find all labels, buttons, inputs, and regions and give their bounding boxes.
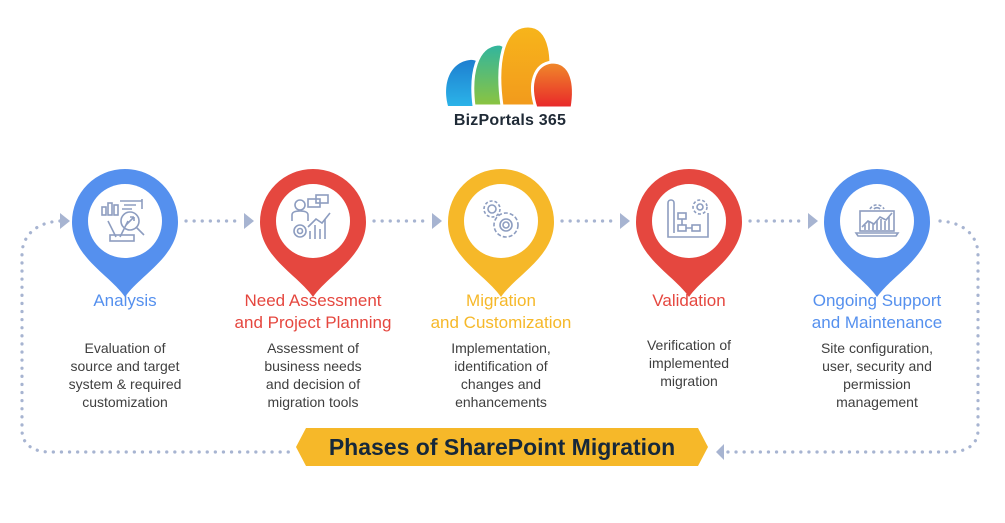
analysis-chart-magnifier-icon bbox=[101, 199, 145, 242]
arrowhead-1 bbox=[60, 213, 70, 229]
blueprint-gear-icon bbox=[667, 199, 709, 238]
phase-pin-ongoing-support bbox=[822, 167, 932, 302]
phase-title-analysis: Analysis bbox=[93, 291, 157, 310]
gears-icon bbox=[483, 200, 519, 238]
brand-name: BizPortals 365 bbox=[453, 112, 567, 129]
cloud-logo-icon bbox=[446, 24, 575, 110]
arrowhead-banner-right bbox=[716, 444, 724, 460]
phase-pin-need-assessment bbox=[258, 167, 368, 302]
phase-pin-analysis bbox=[70, 167, 180, 302]
phase-pin-migration bbox=[446, 167, 556, 302]
arrowhead-5 bbox=[808, 213, 818, 229]
person-chat-gear-chart-icon bbox=[291, 194, 331, 239]
phase-pin-validation bbox=[634, 167, 744, 302]
arrowhead-2 bbox=[244, 213, 254, 229]
phase-title-validation: Validation bbox=[652, 291, 726, 310]
banner-title: Phases of SharePoint Migration bbox=[328, 434, 676, 460]
arrowhead-4 bbox=[620, 213, 630, 229]
laptop-chart-gear-icon bbox=[854, 204, 900, 237]
bizportals-logo: BizPortals 365 bbox=[440, 24, 580, 139]
arrowhead-3 bbox=[432, 213, 442, 229]
phases-banner: Phases of SharePoint Migration bbox=[296, 428, 708, 466]
